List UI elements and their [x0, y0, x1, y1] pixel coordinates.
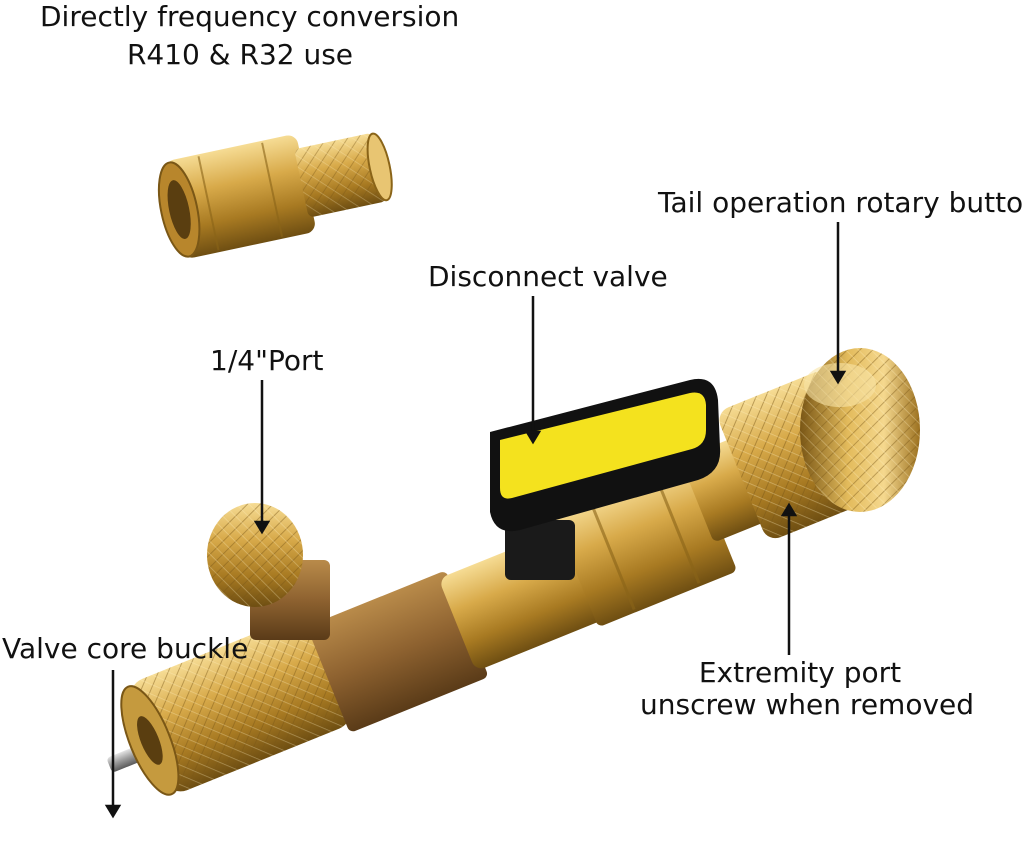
callout-lines: [104, 222, 847, 819]
disconnect-valve-handle: [490, 378, 721, 580]
adapter-fitting: [157, 132, 393, 258]
quarter-port-fitting: [207, 503, 330, 640]
conversion-label-line2: R410 & R32 use: [126, 38, 354, 71]
disconnect-valve-label: Disconnect valve: [428, 260, 668, 293]
tail-button-label: Tail operation rotary button: [658, 186, 1024, 219]
quarter-port-label: 1/4"Port: [210, 344, 324, 377]
conversion-label-line1: Directly frequency conversion: [40, 0, 460, 33]
valve-core-buckle-label: Valve core buckle: [2, 632, 249, 665]
extremity-label-line2: unscrew when removed: [640, 688, 975, 721]
extremity-label-line1: Extremity port: [698, 656, 902, 689]
tail-rotary-button: [800, 348, 920, 512]
valve-body: [107, 348, 920, 796]
